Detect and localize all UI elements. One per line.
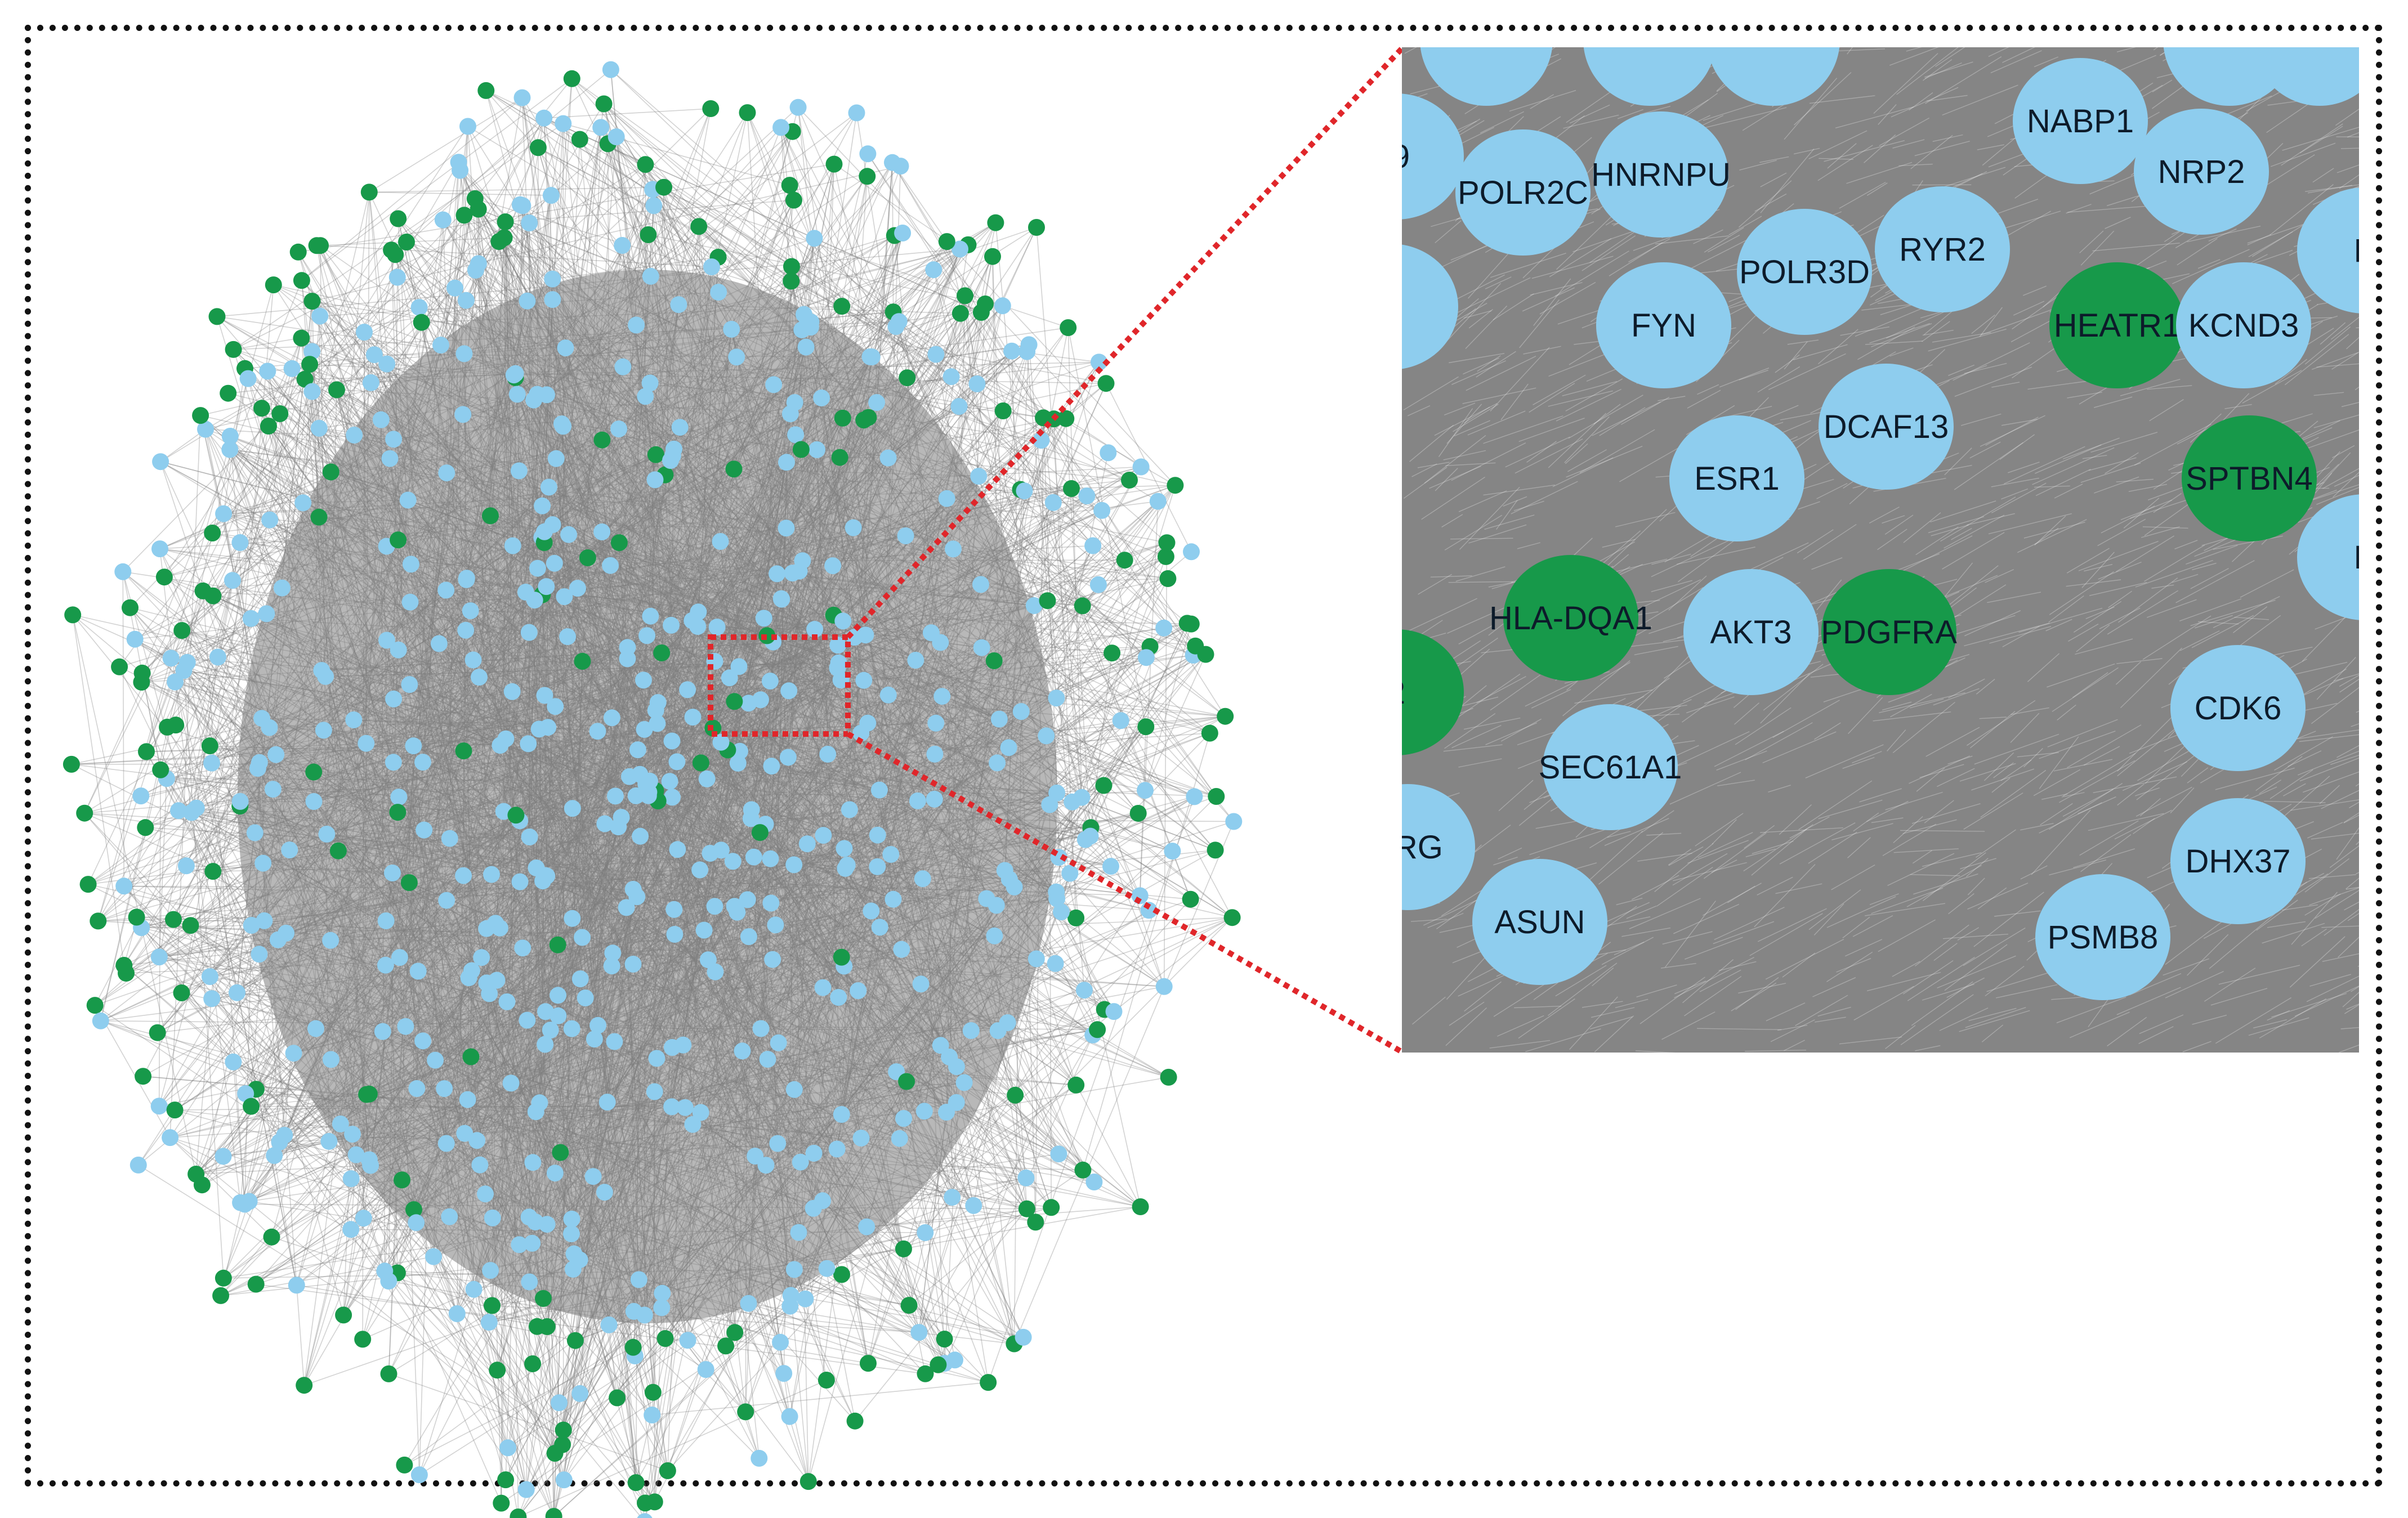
- network-edge: [256, 1283, 926, 1374]
- network-edge: [233, 1062, 245, 1204]
- network-edge: [391, 69, 611, 250]
- network-edge: [667, 899, 1191, 1471]
- network-edge: [202, 364, 387, 592]
- network-edge: [251, 1106, 563, 1445]
- network-edge: [1111, 652, 1210, 734]
- network-edge: [918, 873, 1071, 1333]
- network-edge: [552, 257, 718, 280]
- network-edge: [1026, 351, 1057, 698]
- network-edge: [794, 1269, 955, 1360]
- network-edge: [84, 338, 302, 814]
- network-edge: [834, 163, 960, 250]
- network-edge: [84, 768, 258, 814]
- zoom-edge-texture: [2352, 242, 2359, 248]
- network-edge: [1036, 227, 1083, 798]
- zoom-edge-texture: [2358, 1045, 2359, 1046]
- network-edge: [169, 1137, 272, 1238]
- network-edge: [854, 1208, 1027, 1422]
- zoom-edge-texture: [1660, 47, 1668, 52]
- network-edge: [175, 682, 241, 1203]
- network-edge: [301, 78, 573, 281]
- network-edge: [1145, 654, 1207, 791]
- network-edge: [311, 241, 407, 392]
- network-edge: [1163, 543, 1168, 987]
- zoom-edge-texture: [2355, 783, 2359, 787]
- network-edge: [100, 378, 249, 1021]
- network-edge: [899, 313, 961, 322]
- network-edge: [312, 165, 901, 302]
- zoom-edge-texture: [2358, 199, 2359, 200]
- network-edge: [72, 615, 125, 966]
- network-edge: [87, 580, 233, 885]
- network-edge: [895, 326, 1146, 791]
- network-edge: [1090, 653, 1113, 828]
- network-edge: [1065, 418, 1142, 468]
- network-edge: [296, 1284, 547, 1327]
- network-edge: [97, 762, 260, 921]
- network-edge: [159, 778, 167, 957]
- network-edge: [146, 630, 182, 752]
- zoom-edge-texture: [2356, 235, 2359, 238]
- network-edge: [298, 163, 834, 253]
- network-edge: [397, 1272, 556, 1454]
- zoom-edge-texture: [2351, 723, 2359, 727]
- network-edge: [369, 191, 551, 196]
- network-edge: [610, 69, 1125, 561]
- network-edge: [160, 428, 206, 462]
- zoom-edge-texture: [2352, 293, 2359, 297]
- network-edge: [526, 195, 552, 301]
- network-edge: [748, 1302, 939, 1365]
- network-edge: [169, 1137, 351, 1230]
- network-edge: [164, 218, 399, 577]
- network-edge: [518, 1380, 827, 1517]
- network-edge: [178, 580, 233, 811]
- zoom-edge-texture: [2351, 986, 2359, 992]
- zoom-edge-texture: [2356, 245, 2359, 248]
- dotted-frame: [25, 25, 2382, 1486]
- network-edge: [1067, 328, 1083, 798]
- network-edge: [780, 127, 908, 378]
- network-edge: [181, 338, 302, 993]
- network-edge: [205, 429, 267, 614]
- network-edge: [1015, 959, 1037, 1095]
- network-edge: [72, 615, 196, 1175]
- network-edge: [212, 871, 297, 1286]
- network-edge: [169, 1137, 556, 1454]
- network-edge: [84, 813, 238, 993]
- network-edge: [160, 164, 646, 462]
- network-edge: [1056, 698, 1091, 836]
- network-edge: [895, 244, 969, 327]
- network-edge: [1013, 821, 1235, 1344]
- network-edge: [1145, 624, 1192, 791]
- network-edge: [924, 895, 1141, 1233]
- network-edge: [1067, 327, 1147, 727]
- network-edge: [159, 956, 498, 1371]
- network-edge: [159, 580, 233, 957]
- network-edge: [195, 1155, 275, 1175]
- network-edge: [748, 1302, 919, 1333]
- network-edge: [698, 226, 1207, 655]
- network-edge: [475, 78, 573, 199]
- network-edge: [485, 90, 952, 377]
- network-edge: [866, 1206, 1141, 1228]
- zoom-edge-texture: [1691, 47, 1699, 52]
- network-edge: [369, 97, 522, 193]
- network-edge: [791, 232, 903, 267]
- network-edge: [388, 1373, 668, 1471]
- network-edge: [175, 682, 297, 1286]
- network-edge: [141, 927, 527, 1490]
- network-edge: [543, 118, 699, 227]
- network-edge: [810, 235, 895, 323]
- zoom-edge-texture: [2355, 386, 2359, 391]
- network-edge: [1139, 501, 1159, 896]
- network-edge: [950, 376, 1093, 547]
- network-edge: [274, 1155, 556, 1454]
- network-edge: [1002, 410, 1191, 899]
